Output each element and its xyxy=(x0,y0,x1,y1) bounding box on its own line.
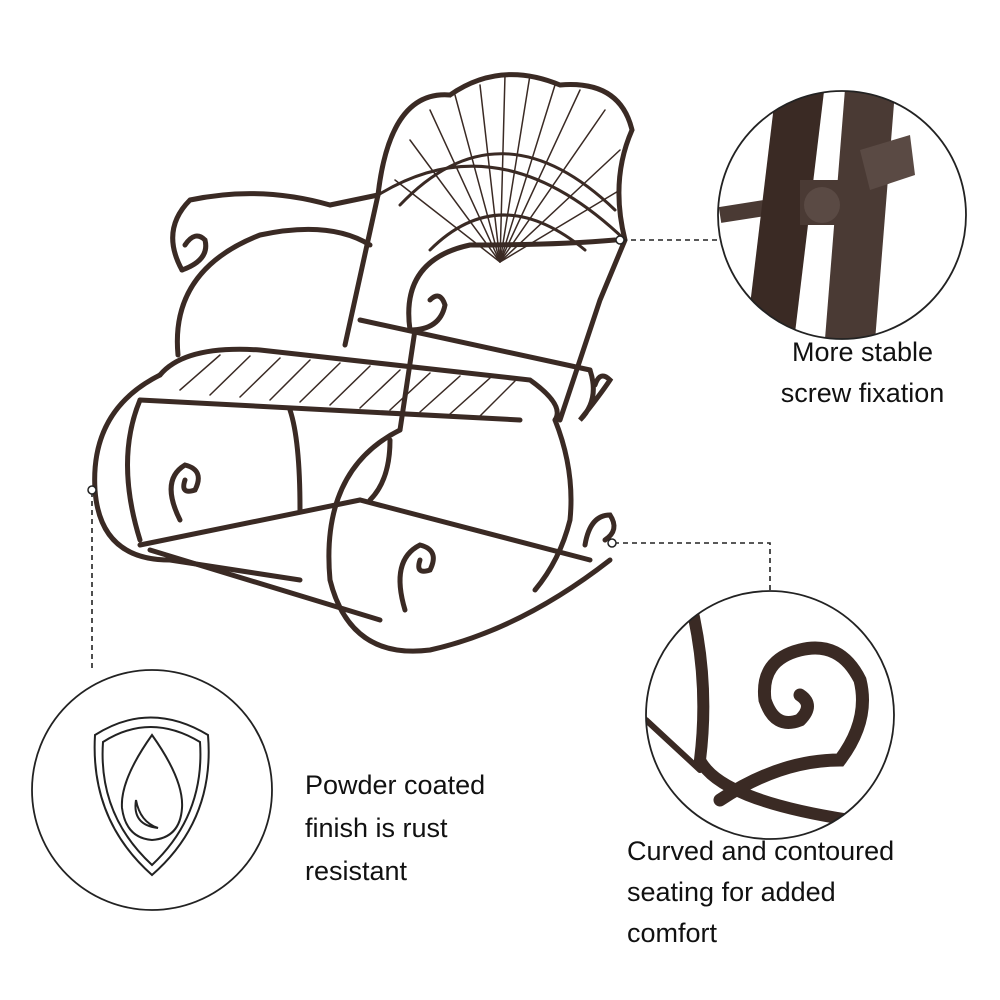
screw-closeup-image xyxy=(718,91,966,339)
caption-line: finish is rust xyxy=(305,813,448,843)
back-spokes xyxy=(394,74,621,263)
scroll-closeup-image xyxy=(646,591,894,839)
caption-line: Powder coated xyxy=(305,770,486,800)
shield-water-drop-icon xyxy=(93,716,210,877)
seat-slats xyxy=(179,354,516,417)
caption-powder-coating: Powder coated finish is rust resistant xyxy=(305,764,485,893)
callout-leaders xyxy=(91,239,771,670)
caption-line: screw fixation xyxy=(780,378,945,408)
caption-curved-seating: Curved and contoured seating for added c… xyxy=(627,831,894,954)
rocking-chair-image xyxy=(92,72,635,654)
caption-line: resistant xyxy=(305,856,408,886)
caption-line: More stable xyxy=(791,337,934,367)
caption-line: comfort xyxy=(627,918,718,948)
caption-line: Curved and contoured xyxy=(627,836,895,866)
caption-screw-fixation: More stable screw fixation xyxy=(745,332,980,414)
caption-line: seating for added xyxy=(627,877,836,907)
